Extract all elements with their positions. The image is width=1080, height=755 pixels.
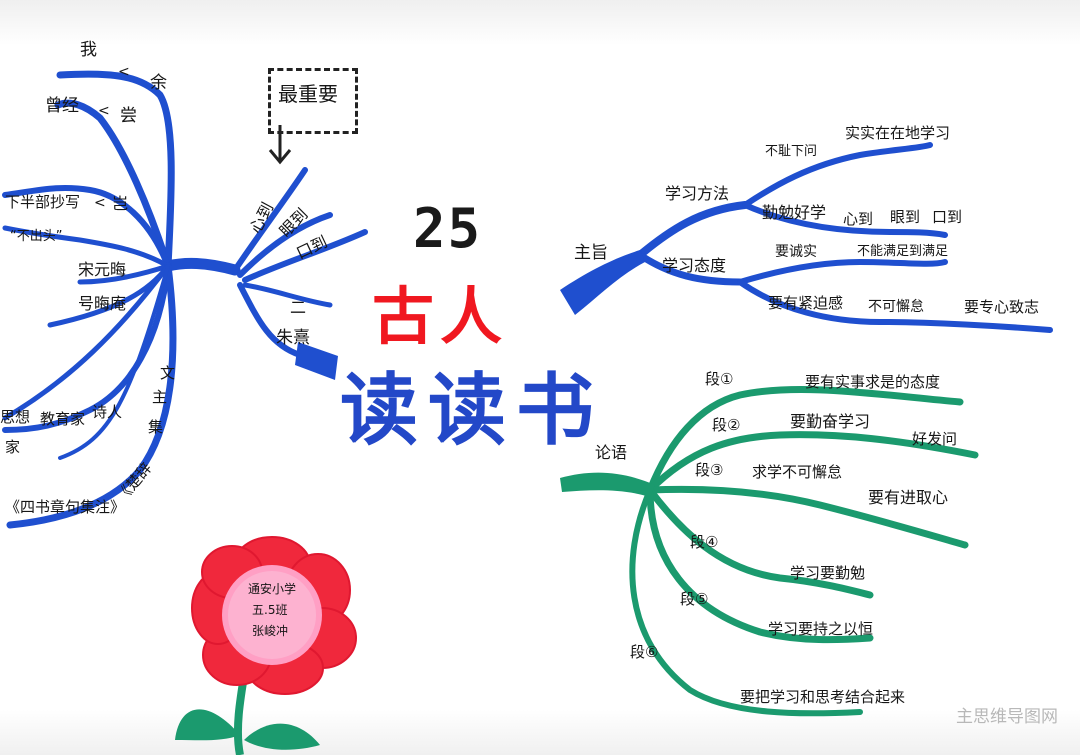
leaf-right <box>244 723 320 750</box>
p3-text2: 要有进取心 <box>868 488 949 507</box>
left-branch-tree <box>2 70 368 529</box>
jinpogan-label: 要有紧迫感 <box>768 294 844 312</box>
lesson-number: 25 <box>413 197 483 260</box>
p6-label: 段⑥ <box>630 643 659 661</box>
haohuian-label: 号晦庵 <box>78 294 127 313</box>
p5-label: 段⑤ <box>680 590 709 608</box>
qinmianhaoxue-label: 勤勉好学 <box>762 203 827 222</box>
zhuzhi-root-shape <box>560 250 645 315</box>
method-yandao: 眼到 <box>890 208 921 226</box>
important-label: 最重要 <box>278 82 338 106</box>
right-bottom-branch-tree <box>629 385 979 717</box>
xiabanbu-label: 下半部抄写 <box>5 193 81 211</box>
p5-text: 学习要持之以恒 <box>768 620 874 638</box>
p2-text2: 好发问 <box>912 430 958 448</box>
wen-label: 文 <box>160 364 176 382</box>
flower-name: 张峻冲 <box>252 624 289 638</box>
attitude-label: 学习态度 <box>662 256 727 275</box>
p2-label: 段② <box>712 416 741 434</box>
er-label: 二 <box>290 298 307 317</box>
zhuxi-label: 朱熹 <box>276 328 310 348</box>
zhuanxin-label: 要专心致志 <box>964 298 1040 316</box>
zhu-label: 主 <box>152 388 168 406</box>
ji-label: 集 <box>148 418 164 436</box>
method-koudao: 口到 <box>932 208 963 226</box>
zhuzhi-label: 主旨 <box>574 243 608 263</box>
songyuanhui-label: 宋元晦 <box>78 260 127 279</box>
chang-label: 尝 <box>120 106 137 126</box>
watermark: 主思维导图网 <box>956 707 1058 727</box>
title-line1: 古人 <box>372 280 509 353</box>
cengjing-label: 曾经 <box>45 96 79 116</box>
lt-mark-2: < <box>98 103 110 119</box>
lunyu-label: 论语 <box>595 443 628 462</box>
p2-text: 要勤奋学习 <box>790 412 871 431</box>
zhuxi-arrow-shape <box>295 342 338 380</box>
p4-label: 段④ <box>690 533 719 551</box>
yu-label: 余 <box>150 73 167 93</box>
yaochengshi-label: 要诚实 <box>775 244 817 260</box>
p3-label: 段③ <box>695 461 724 479</box>
sishu-label: 《四书章句集注》 <box>5 498 126 516</box>
down-arrow-icon <box>268 125 292 165</box>
buchixiawen-label: 不耻下问 <box>765 144 818 159</box>
leaf-left <box>175 709 240 741</box>
method-xindao: 心到 <box>843 210 874 228</box>
lunyu-root-shape <box>560 472 655 497</box>
right-top-branch-tree <box>636 142 1053 333</box>
shishizaizai-label: 实实在在地学习 <box>845 124 951 142</box>
p6-text: 要把学习和思考结合起来 <box>740 688 906 706</box>
lt-mark-1: < <box>118 64 130 80</box>
p3-text: 求学不可懈怠 <box>752 463 843 481</box>
flower-school: 通安小学 <box>248 582 297 596</box>
wo-label: 我 <box>80 40 97 60</box>
shiren-label: 诗人 <box>92 403 123 421</box>
title-line2: 读读书 <box>340 365 605 456</box>
bunengmanzu-label: 不能满足到满足 <box>857 244 949 259</box>
jia-label: 家 <box>5 438 21 456</box>
p1-label: 段① <box>705 370 734 388</box>
method-label: 学习方法 <box>665 184 730 203</box>
p1-text: 要有实事求是的态度 <box>805 373 941 391</box>
lt-mark-3: < <box>94 195 106 211</box>
sixiang-label: 思想 <box>0 408 31 426</box>
jiaoyujia-label: 教育家 <box>40 410 86 428</box>
flower-class: 五.5班 <box>252 603 288 617</box>
p4-text: 学习要勤勉 <box>790 564 866 582</box>
important-box <box>268 68 358 134</box>
flower-drawing <box>175 536 357 755</box>
buchutou-label: “不出头” <box>10 229 63 244</box>
qi-label: 岂 <box>112 194 129 213</box>
bukexiedai-label: 不可懈怠 <box>868 299 924 315</box>
